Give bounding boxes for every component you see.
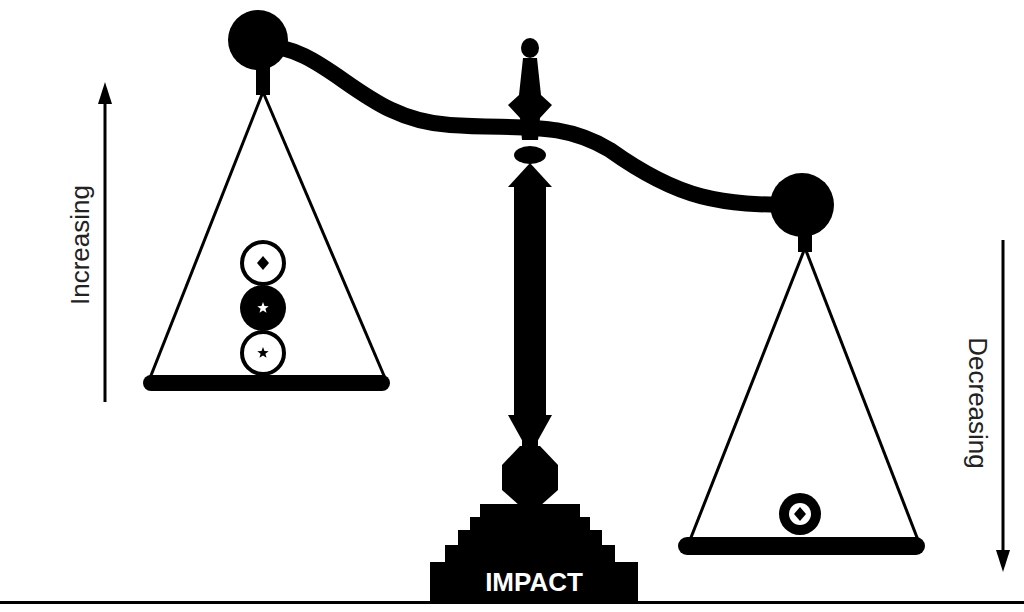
axis-label: Increasing bbox=[66, 185, 95, 305]
base-step bbox=[445, 545, 615, 563]
base-step bbox=[458, 530, 602, 546]
diamond-symbol bbox=[257, 256, 269, 270]
finial bbox=[508, 58, 552, 140]
token-center bbox=[789, 503, 811, 525]
base-block bbox=[430, 562, 638, 603]
pan-string bbox=[690, 248, 805, 540]
column-point bbox=[508, 415, 552, 442]
pan-string bbox=[263, 92, 385, 378]
up-arrow bbox=[104, 98, 107, 402]
finial-knob bbox=[521, 38, 539, 58]
base-step bbox=[470, 517, 590, 531]
diamond-symbol bbox=[794, 507, 806, 521]
arrow-head bbox=[98, 82, 112, 104]
column-shaft bbox=[514, 185, 546, 417]
weight-token bbox=[779, 493, 821, 535]
base-label: IMPACT bbox=[485, 568, 583, 597]
column-knot bbox=[502, 446, 558, 506]
pan-string bbox=[150, 92, 263, 378]
beam-knob bbox=[770, 173, 834, 237]
beam-knob bbox=[228, 10, 288, 70]
axis-label: Decreasing bbox=[964, 337, 993, 469]
down-arrow bbox=[1002, 240, 1005, 556]
column-collar bbox=[508, 163, 552, 187]
scale-pan bbox=[143, 375, 390, 391]
arrow-head bbox=[996, 550, 1010, 572]
scale-pan bbox=[678, 537, 925, 555]
star-symbol bbox=[257, 302, 268, 313]
weight-token bbox=[240, 285, 286, 331]
pan-string bbox=[805, 248, 918, 540]
star-symbol bbox=[257, 347, 268, 358]
scale-beam bbox=[258, 45, 800, 205]
pan-hanger bbox=[256, 65, 270, 95]
weight-token bbox=[242, 242, 284, 284]
column-ring bbox=[514, 146, 546, 164]
base-step bbox=[480, 504, 580, 518]
weight-token bbox=[242, 332, 284, 374]
